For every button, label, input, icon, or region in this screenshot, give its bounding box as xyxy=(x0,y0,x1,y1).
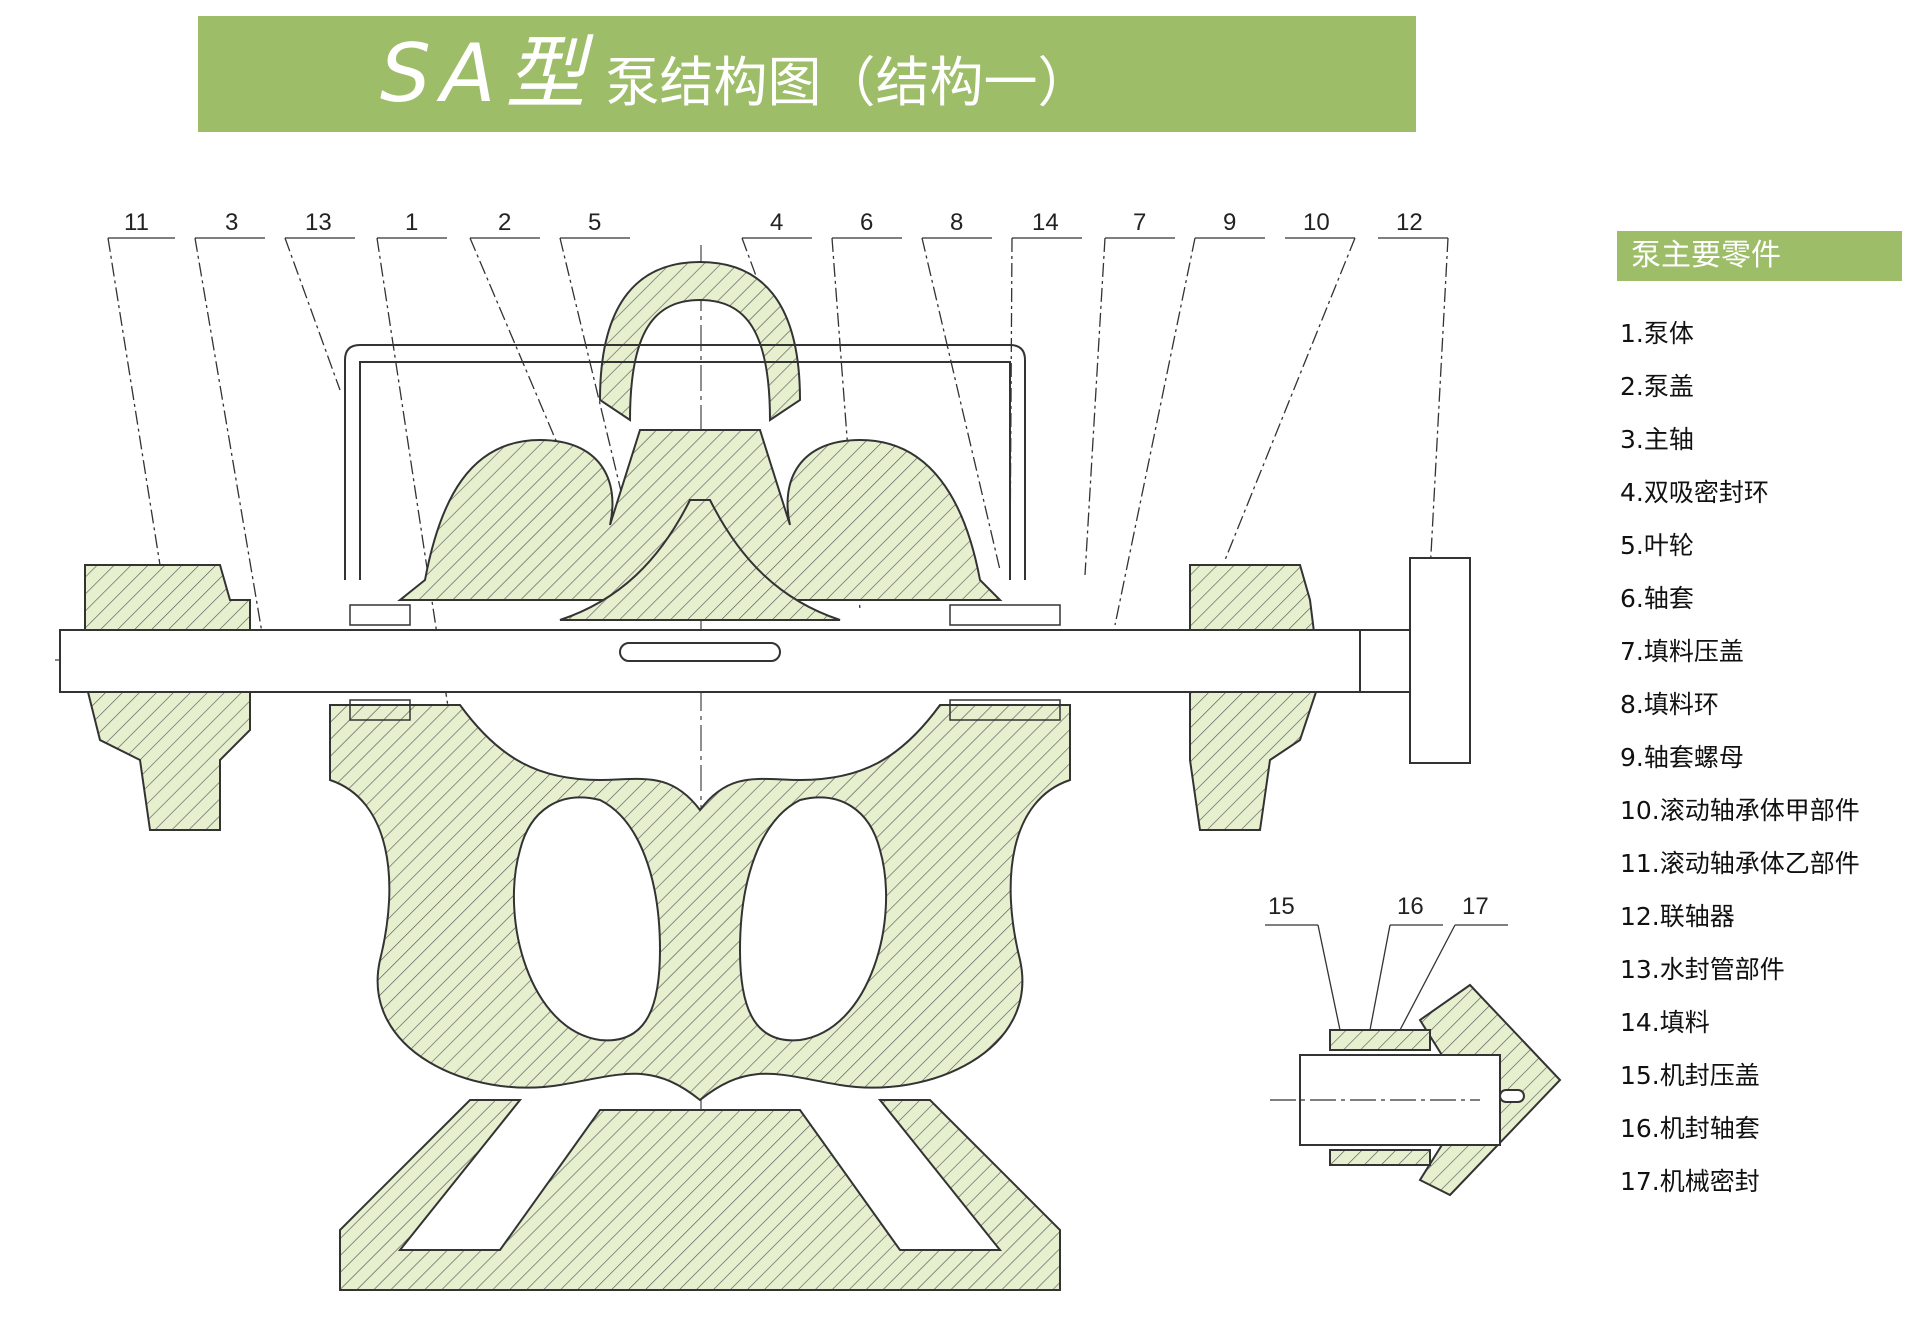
legend-item: 16.机封轴套 xyxy=(1620,1114,1760,1143)
legend-item: 13.水封管部件 xyxy=(1620,955,1785,984)
pump-casing xyxy=(84,260,1322,1291)
callout-15: 15 xyxy=(1268,893,1295,920)
callout-8: 8 xyxy=(950,209,963,236)
page-title: SA型泵结构图（结构一） xyxy=(380,16,1092,132)
legend-list: 1.泵体 2.泵盖 3.主轴 4.双吸密封环 5.叶轮 6.轴套 7.填料压盖 … xyxy=(1620,315,1860,1216)
legend-item: 15.机封压盖 xyxy=(1620,1061,1760,1090)
legend-item: 9.轴套螺母 xyxy=(1620,743,1744,772)
water-seal-pipe xyxy=(344,344,1026,580)
legend-item: 7.填料压盖 xyxy=(1620,637,1744,666)
legend-item: 1.泵体 xyxy=(1620,319,1694,348)
callout-7: 7 xyxy=(1133,209,1146,236)
callout-13: 13 xyxy=(305,209,332,236)
title-rest: 泵结构图（结构一） xyxy=(605,51,1092,114)
callout-17: 17 xyxy=(1462,893,1489,920)
legend-item: 5.叶轮 xyxy=(1620,531,1694,560)
legend-item: 17.机械密封 xyxy=(1620,1167,1760,1196)
callout-1: 1 xyxy=(405,209,418,236)
main-shaft xyxy=(59,629,1471,693)
callout-3: 3 xyxy=(225,209,238,236)
callout-6: 6 xyxy=(860,209,873,236)
legend-item: 11.滚动轴承体乙部件 xyxy=(1620,849,1860,878)
title-banner xyxy=(198,16,1416,132)
callout-14: 14 xyxy=(1032,209,1059,236)
title-model: SA型 xyxy=(380,27,596,120)
callout-10: 10 xyxy=(1303,209,1330,236)
callout-9: 9 xyxy=(1223,209,1236,236)
legend-item: 6.轴套 xyxy=(1620,584,1694,613)
callout-5: 5 xyxy=(588,209,601,236)
legend-item: 12.联轴器 xyxy=(1620,902,1735,931)
callouts-main: 11 3 13 1 2 5 4 6 8 14 7 9 10 12 xyxy=(124,209,1423,236)
legend-header: 泵主要零件 xyxy=(1617,231,1902,281)
coupling xyxy=(1409,557,1471,764)
callout-11: 11 xyxy=(124,209,149,236)
legend-item: 2.泵盖 xyxy=(1620,372,1694,401)
packing xyxy=(349,604,1061,721)
legend-item: 3.主轴 xyxy=(1620,425,1694,454)
legend-item: 14.填料 xyxy=(1620,1008,1710,1037)
callout-16: 16 xyxy=(1397,893,1424,920)
legend-item: 10.滚动轴承体甲部件 xyxy=(1620,796,1860,825)
legend-item: 4.双吸密封环 xyxy=(1620,478,1769,507)
inset-leader-lines xyxy=(1265,924,1508,1031)
inset-detail xyxy=(1270,983,1562,1197)
legend-item: 8.填料环 xyxy=(1620,690,1719,719)
callout-2: 2 xyxy=(498,209,511,236)
callout-12: 12 xyxy=(1396,209,1423,236)
callouts-inset: 15 16 17 xyxy=(1268,893,1489,920)
callout-4: 4 xyxy=(770,209,783,236)
